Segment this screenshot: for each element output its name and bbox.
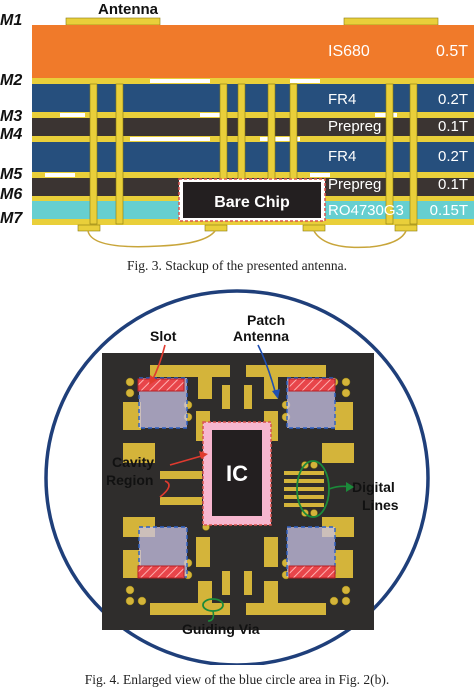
metal-m7: [32, 219, 474, 225]
vias: [89, 83, 418, 225]
ic-label: IC: [226, 461, 248, 486]
arrow-heads-red: [149, 375, 208, 459]
digital-label-line2: Lines: [362, 497, 399, 513]
patch-label-line1: Patch: [247, 312, 285, 328]
slot-label: Slot: [150, 328, 177, 344]
metal-m3: [32, 112, 474, 118]
digital-label-line1: Digital: [352, 479, 395, 495]
metal-m5: [32, 172, 474, 178]
bare-chip-label: Bare Chip: [214, 194, 290, 211]
layer-labels: IS680 0.5T FR4 0.2T Prepreg 0.1T FR4 0.2T Prepre…: [328, 43, 468, 219]
layer-material-label: Prepreg: [328, 176, 381, 193]
metal-label-m7: M7: [0, 210, 23, 227]
metal-label-m5: M5: [0, 166, 23, 183]
metal-label-m3: M3: [0, 108, 23, 125]
metal-label-m2: M2: [0, 72, 23, 89]
gold-traces: [123, 365, 354, 615]
layer-prepreg-1: [32, 118, 474, 136]
metal-label-m4: M4: [0, 126, 23, 143]
arrow-heads-blue: [272, 389, 280, 399]
layer-thickness-label: 0.15T: [430, 202, 468, 219]
layer-thickness-label: 0.2T: [438, 91, 468, 108]
figure-4-caption: Fig. 4. Enlarged view of the blue circle…: [84, 672, 390, 687]
layer-thickness-label: 0.1T: [438, 176, 468, 193]
layer-thickness-label: 0.5T: [436, 43, 468, 60]
figure-3-caption: Fig. 3. Stackup of the presented antenna…: [126, 258, 348, 273]
bond-wire-left: [87, 230, 216, 248]
arrow-heads-green: [346, 482, 354, 492]
stackup-diagram: Antenna: [32, 1, 474, 249]
antenna-label: Antenna: [98, 1, 159, 18]
bare-chip: [183, 182, 321, 218]
layer-material-label: Prepreg: [328, 118, 381, 135]
guiding-via-label: Guiding Via: [182, 621, 260, 637]
cavity-label-line1: Cavity: [112, 454, 154, 470]
bond-wire-right: [313, 230, 407, 249]
metal-top-right: [343, 17, 439, 26]
layout-diagram: IC Slot Patch Antenna Cavity Region Digi…: [44, 289, 430, 665]
metal-m4: [32, 136, 474, 142]
layer-material-label: FR4: [328, 148, 356, 165]
metal-label-m1: M1: [0, 12, 23, 29]
metal-m2: [32, 78, 474, 84]
metal-label-m6: M6: [0, 186, 23, 203]
layer-fr4-1: [32, 84, 474, 112]
layer-material-label: IS680: [328, 43, 370, 60]
layer-material-label: FR4: [328, 91, 356, 108]
layer-thickness-label: 0.2T: [438, 148, 468, 165]
layer-is680: [32, 25, 474, 78]
antenna-metal-top: [65, 17, 161, 26]
bottom-pads: [77, 224, 418, 232]
layer-thickness-label: 0.1T: [438, 118, 468, 135]
layer-fr4-2: [32, 142, 474, 172]
patch-label-line2: Antenna: [233, 328, 289, 344]
cavity-label-line2: Region: [106, 472, 153, 488]
ic-chip: [212, 430, 262, 516]
layer-material-label: RO4730G3: [328, 202, 404, 219]
